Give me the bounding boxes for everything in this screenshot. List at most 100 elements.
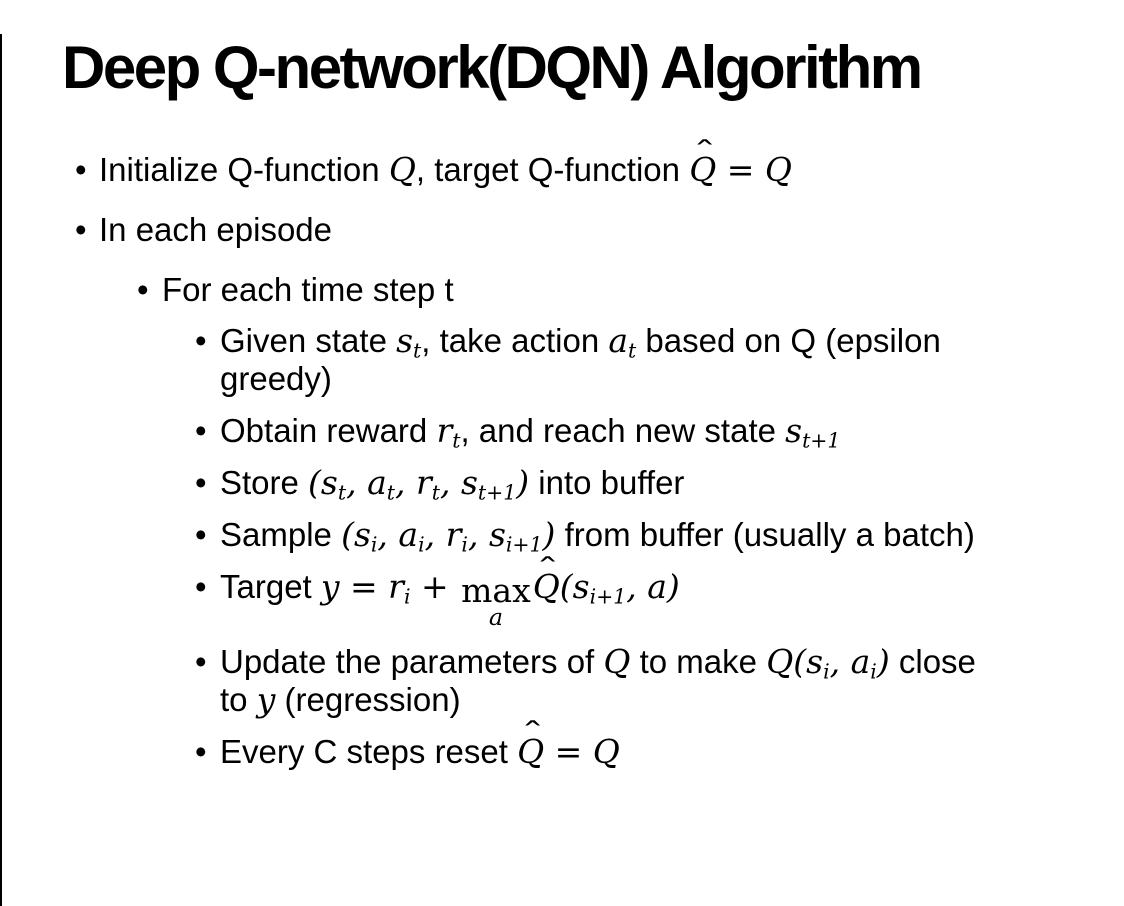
text-run: Update the parameters of (220, 642, 604, 680)
math-subscript: t (386, 480, 395, 505)
bullet-item: •Sample (si, ai, ri, si+1) from buffer (… (2, 515, 1124, 555)
math-run: y (256, 679, 276, 719)
math-run: y = (320, 567, 389, 607)
hat-accent: ˆ (520, 717, 545, 751)
bullet-item: • In each episode (2, 211, 1124, 249)
math-run: ( (341, 515, 354, 555)
bullet-text: Store (st, at, rt, st+1) into buffer (220, 463, 685, 503)
math-subscript: t (452, 428, 461, 453)
slide: Deep Q-network(DQN) Algorithm • Initializ… (0, 34, 1124, 906)
math-subscript: t (628, 338, 637, 363)
text-run: , target Q-function (415, 151, 690, 189)
math-run: , (829, 641, 851, 681)
bullet-dot-icon: • (195, 412, 207, 450)
bullet-dot-icon: • (75, 211, 87, 249)
math-subscript: i (870, 659, 877, 684)
bullet-text: In each episode (99, 211, 332, 248)
text-run: from buffer (usually a batch) (555, 516, 975, 554)
math-subscript: t+1 (802, 428, 841, 453)
math-run: = Q (716, 150, 792, 190)
q-hat-base: Q (689, 150, 717, 190)
math-run: a (850, 641, 871, 681)
math-subscript: t (413, 338, 422, 363)
bullet-text: Given state st, take action at based on … (220, 321, 941, 398)
math-subscript: t (431, 480, 440, 505)
hat-accent: ˆ (692, 135, 717, 169)
math-subscript: i (461, 532, 468, 557)
bullet-dot-icon: • (195, 464, 207, 502)
math-run: , (424, 515, 446, 555)
q-hat-base: Q (532, 567, 560, 607)
text-run: based on Q (epsilon (636, 322, 941, 360)
math-run: , (467, 515, 489, 555)
bullet-dot-icon: • (195, 516, 207, 554)
bullet-dot-icon: • (195, 732, 207, 770)
math-run: s (396, 321, 414, 361)
math-run: ) (542, 515, 556, 555)
math-run: Q (388, 150, 416, 190)
bullet-dot-icon: • (137, 271, 149, 309)
math-run: r (388, 567, 404, 607)
math-subscript: t+1 (477, 480, 517, 505)
text-run: , and reach new state (460, 412, 786, 450)
text-run: Initialize Q-function (99, 151, 389, 189)
bullet-text: Obtain reward rt, and reach new state st… (220, 411, 840, 451)
bullet-text: Sample (si, ai, ri, si+1) from buffer (u… (220, 515, 975, 555)
text-run: Every C steps reset (220, 732, 518, 770)
math-run: s (572, 567, 590, 607)
text-run: Sample (220, 516, 342, 554)
text-run: Store (220, 464, 309, 502)
bullet-item: • Initialize Q-function Q, target Q-funct… (2, 138, 1124, 190)
math-run: a (608, 321, 629, 361)
math-run: s (806, 641, 824, 681)
bullet-dot-icon: • (195, 568, 207, 606)
text-run: into buffer (529, 464, 685, 502)
math-subscript: i (418, 532, 425, 557)
math-run: s (320, 463, 338, 503)
math-subscript: i (823, 659, 830, 684)
math-run: , (377, 515, 399, 555)
math-run: ( (308, 463, 321, 503)
hat-accent: ˆ (536, 552, 560, 586)
bullet-item: • Obtain reward rt, and reach new state s… (2, 411, 1124, 451)
bullet-dot-icon: • (195, 322, 207, 360)
slide-title: Deep Q-network(DQN) Algorithm (62, 34, 923, 101)
bullet-text: Update the parameters of Q to make Q(si,… (220, 641, 976, 719)
math-run: a (367, 463, 387, 503)
math-run: Q (603, 641, 631, 681)
bullet-text: For each time step t (162, 271, 454, 308)
math-subscript: i+1 (505, 532, 543, 557)
math-run: r (436, 411, 453, 451)
math-subscript: i (403, 584, 411, 609)
text-run: close (889, 642, 976, 680)
math-run: s (488, 515, 506, 555)
max-underscript: a (488, 603, 504, 632)
text-run: Given state (220, 322, 397, 360)
bullet-dot-icon: • (75, 151, 87, 189)
bullet-item: • For each time step t (2, 271, 1124, 309)
math-run: ) (516, 463, 530, 503)
math-subscript: i+1 (589, 584, 627, 609)
bullet-item: • Store (st, at, rt, st+1) into buffer (2, 463, 1124, 503)
math-run: , (439, 463, 461, 503)
bullet-item: •Update the parameters of Q to make Q(si… (2, 641, 1124, 719)
text-run: , take action (421, 322, 609, 360)
math-run: r (415, 463, 432, 503)
math-run: , a) (626, 567, 680, 607)
math-run: , (394, 463, 416, 503)
math-run: a (398, 515, 419, 555)
math-run: s (353, 515, 371, 555)
math-run: s (460, 463, 478, 503)
text-run: For each time step t (162, 271, 454, 309)
text-run: (regression) (275, 680, 461, 718)
math-run: , (346, 463, 368, 503)
text-run: greedy) (220, 360, 332, 398)
math-subscript: i (370, 532, 378, 557)
math-run: r (445, 515, 462, 555)
math-run: Q( (766, 641, 807, 681)
